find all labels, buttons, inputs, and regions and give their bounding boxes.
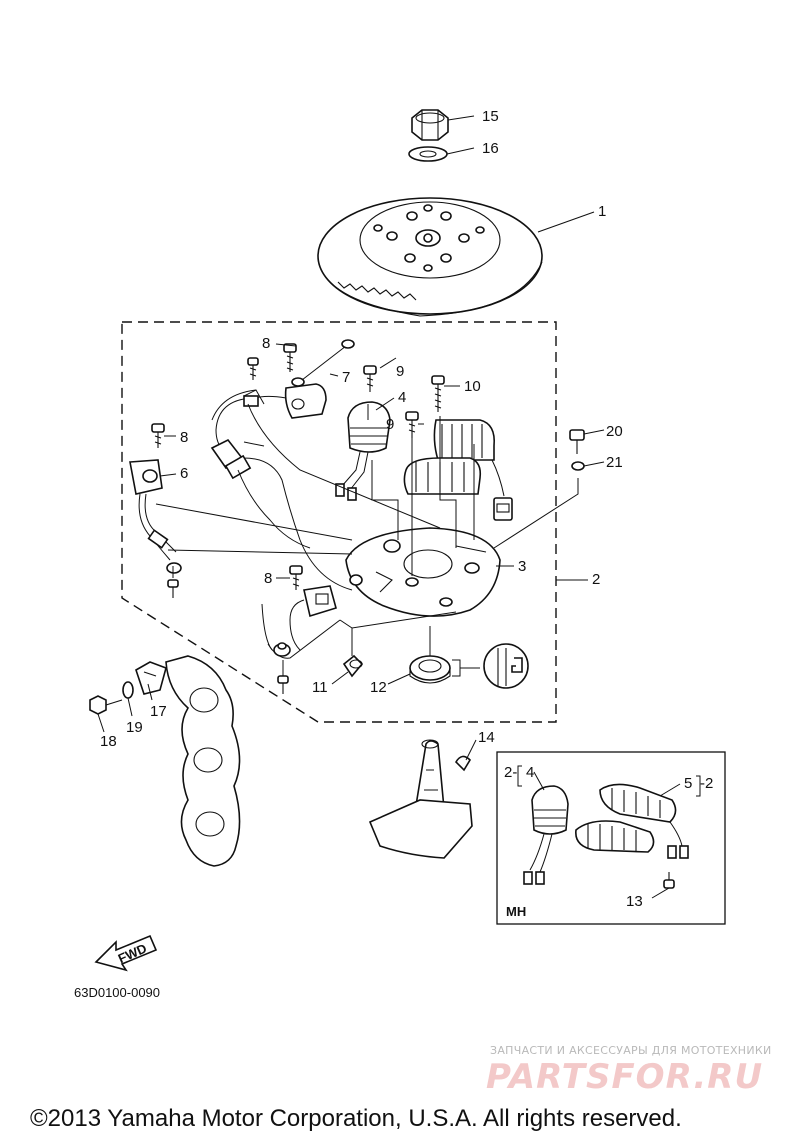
wire-clamp xyxy=(339,611,457,678)
screw-lower-mid xyxy=(277,675,289,694)
pulser-coil-upper xyxy=(249,383,327,419)
watermark-logo: PARTSFOR.RU xyxy=(486,1057,763,1097)
inset-lighting-coil-lower xyxy=(575,820,655,853)
forward-arrow-icon: FWD xyxy=(94,934,158,972)
watermark-tagline: ЗАПЧАСТИ И АКСЕССУАРЫ ДЛЯ МОТОТЕХНИКИ xyxy=(490,1044,772,1057)
screw-9b xyxy=(405,411,419,438)
callout-14: 14 xyxy=(478,729,495,746)
callout-2: 2 xyxy=(592,571,600,588)
callout-16: 16 xyxy=(482,140,499,157)
callout-3: 3 xyxy=(518,558,526,575)
screw-10 xyxy=(431,375,445,412)
callout-13: 13 xyxy=(626,893,643,910)
fwd-label: FWD xyxy=(116,941,149,967)
washer-21 xyxy=(571,461,585,471)
oil-seal-detail xyxy=(452,643,529,689)
inset-connector xyxy=(667,821,689,859)
callout-8c: 8 xyxy=(264,570,272,587)
callout-9a: 9 xyxy=(396,363,404,380)
callout-19: 19 xyxy=(126,719,143,736)
callout-9b: 9 xyxy=(386,416,394,433)
inset-ref-right-suffix: -2 xyxy=(700,775,713,792)
callout-1: 1 xyxy=(598,203,606,220)
inset-charge-coil xyxy=(523,785,569,885)
callout-7: 7 xyxy=(342,369,350,386)
inset-ref-left-prefix: 2- xyxy=(504,764,517,781)
callout-11: 11 xyxy=(312,679,328,696)
charge-coil xyxy=(335,401,391,501)
inset-lighting-coil-upper xyxy=(599,783,677,823)
lighting-coil-connector xyxy=(491,459,513,521)
inset-label: MH xyxy=(506,904,526,919)
screw-9a xyxy=(363,365,377,392)
crankshaft xyxy=(368,739,473,859)
callout-20: 20 xyxy=(606,423,623,440)
callout-6: 6 xyxy=(180,465,188,482)
cylinder-block-section xyxy=(165,655,241,867)
callout-21: 21 xyxy=(606,454,623,471)
washer xyxy=(408,146,448,162)
bracket xyxy=(135,661,167,695)
stator-assembly-boundary xyxy=(121,321,557,723)
screw-8a xyxy=(283,343,297,372)
screw-8a-small xyxy=(247,357,259,380)
callout-8b: 8 xyxy=(180,429,188,446)
mounting-rods xyxy=(155,403,475,576)
wire-harness xyxy=(210,389,353,591)
callout-8a: 8 xyxy=(262,335,270,352)
base-plate xyxy=(345,527,501,617)
callout-4: 4 xyxy=(398,389,406,406)
flywheel-nut xyxy=(411,109,449,141)
screw-8b xyxy=(151,423,165,448)
ground-lead xyxy=(291,339,355,387)
pulser-coil-lower xyxy=(261,585,341,659)
flywheel-magneto xyxy=(317,197,543,317)
woodruff-key xyxy=(454,755,472,772)
bolt-20 xyxy=(569,429,585,454)
callout-17: 17 xyxy=(150,703,167,720)
callout-12: 12 xyxy=(370,679,387,696)
screw-lower-left xyxy=(167,579,179,598)
bolt-18 xyxy=(89,695,123,715)
callout-10: 10 xyxy=(464,378,481,395)
lighting-coil-lower xyxy=(403,457,482,495)
inset-ref-right-num: 5 xyxy=(684,775,692,792)
leader-lines xyxy=(97,115,670,899)
lighting-coil-upper xyxy=(433,419,496,461)
callout-15: 15 xyxy=(482,108,499,125)
washer-19 xyxy=(122,681,134,699)
pulser-coil xyxy=(129,459,182,574)
figure-code: 63D0100-0090 xyxy=(74,985,160,1000)
callout-18: 18 xyxy=(100,733,117,750)
oil-seal xyxy=(409,626,451,684)
inset-ref-left-num: 4 xyxy=(526,764,534,781)
screw-8c xyxy=(289,565,303,590)
copyright-notice: ©2013 Yamaha Motor Corporation, U.S.A. A… xyxy=(30,1105,682,1132)
